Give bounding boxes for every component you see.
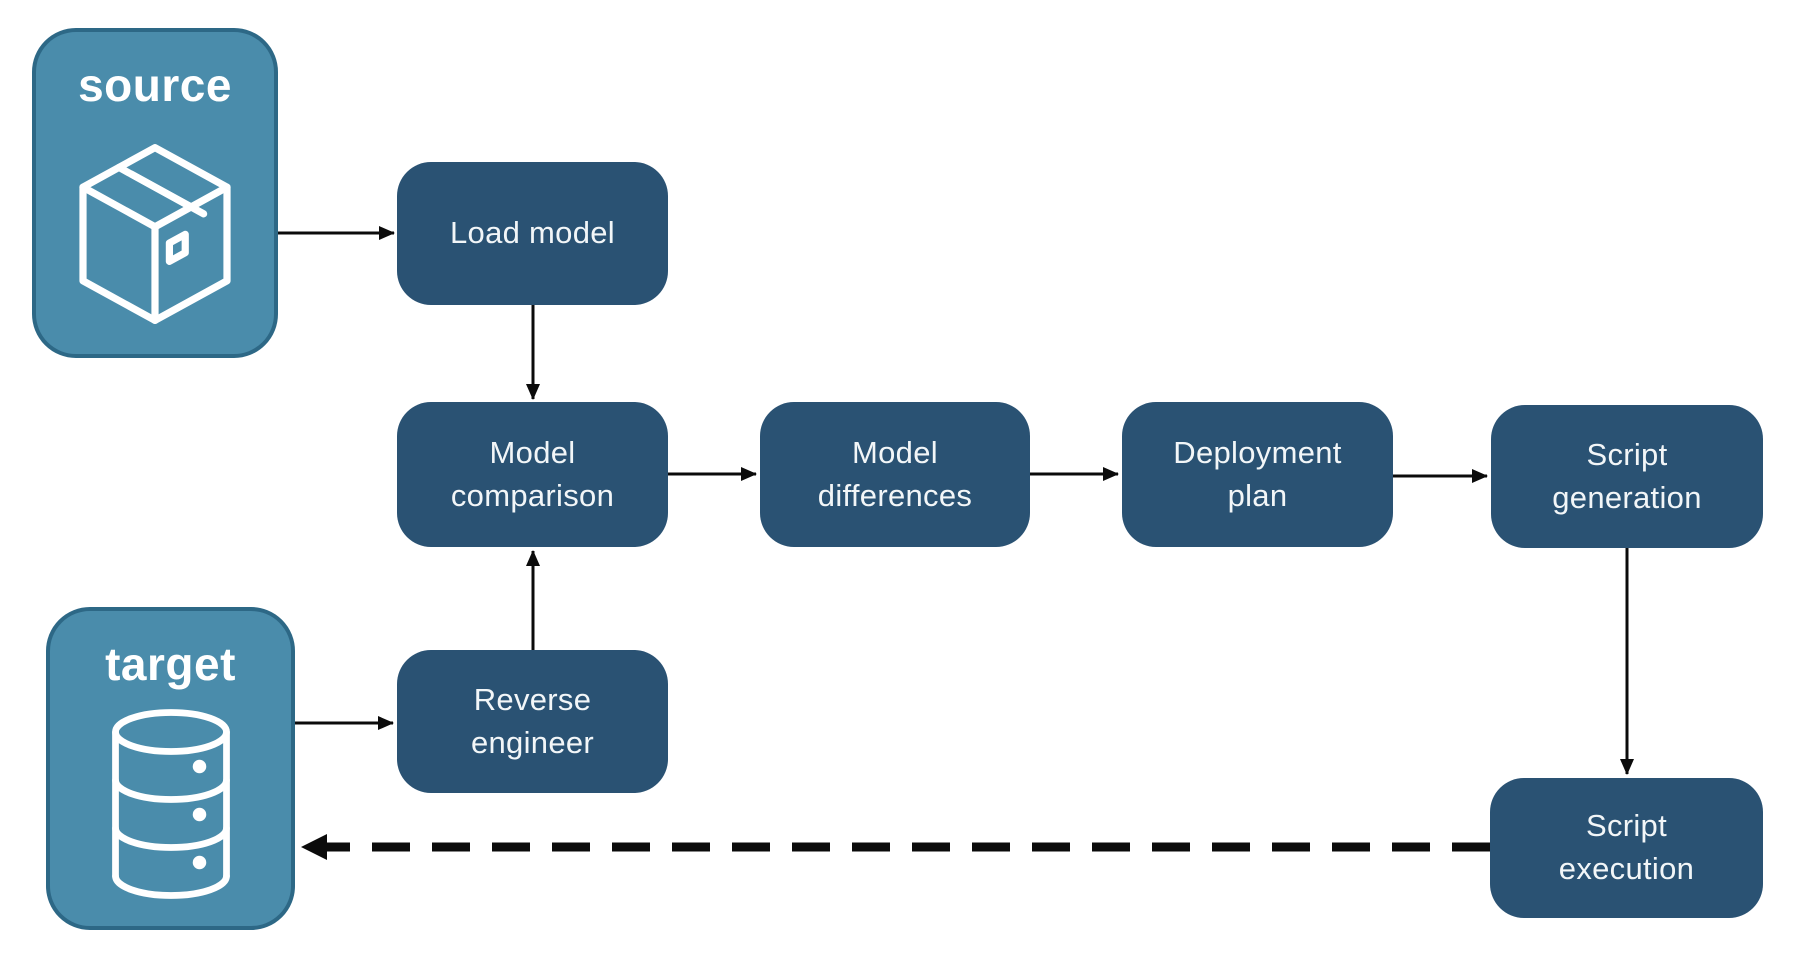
node-model-differences: Model differences [760,402,1030,547]
node-reverse-engineer-label: Reverse engineer [470,681,595,760]
node-model-comparison-label: Model comparison [450,434,615,513]
source-container: source [32,28,278,358]
target-container: target [46,607,295,930]
node-model-comparison: Model comparison [397,402,668,547]
node-model-differences-label: Model differences [817,434,973,513]
target-label: target [105,638,236,690]
database-icon [111,709,230,899]
node-script-execution: Script execution [1490,778,1763,918]
node-deployment-plan: Deployment plan [1122,402,1393,547]
source-label: source [78,59,232,111]
node-script-execution-label: Script execution [1558,808,1695,886]
node-load-model-label: Load model [449,215,615,251]
node-script-generation-label: Script generation [1552,436,1702,515]
node-reverse-engineer: Reverse engineer [397,650,668,793]
package-icon [79,144,231,324]
node-script-generation: Script generation [1491,405,1763,548]
node-deployment-plan-label: Deployment plan [1173,434,1342,513]
node-load-model: Load model [397,162,668,305]
